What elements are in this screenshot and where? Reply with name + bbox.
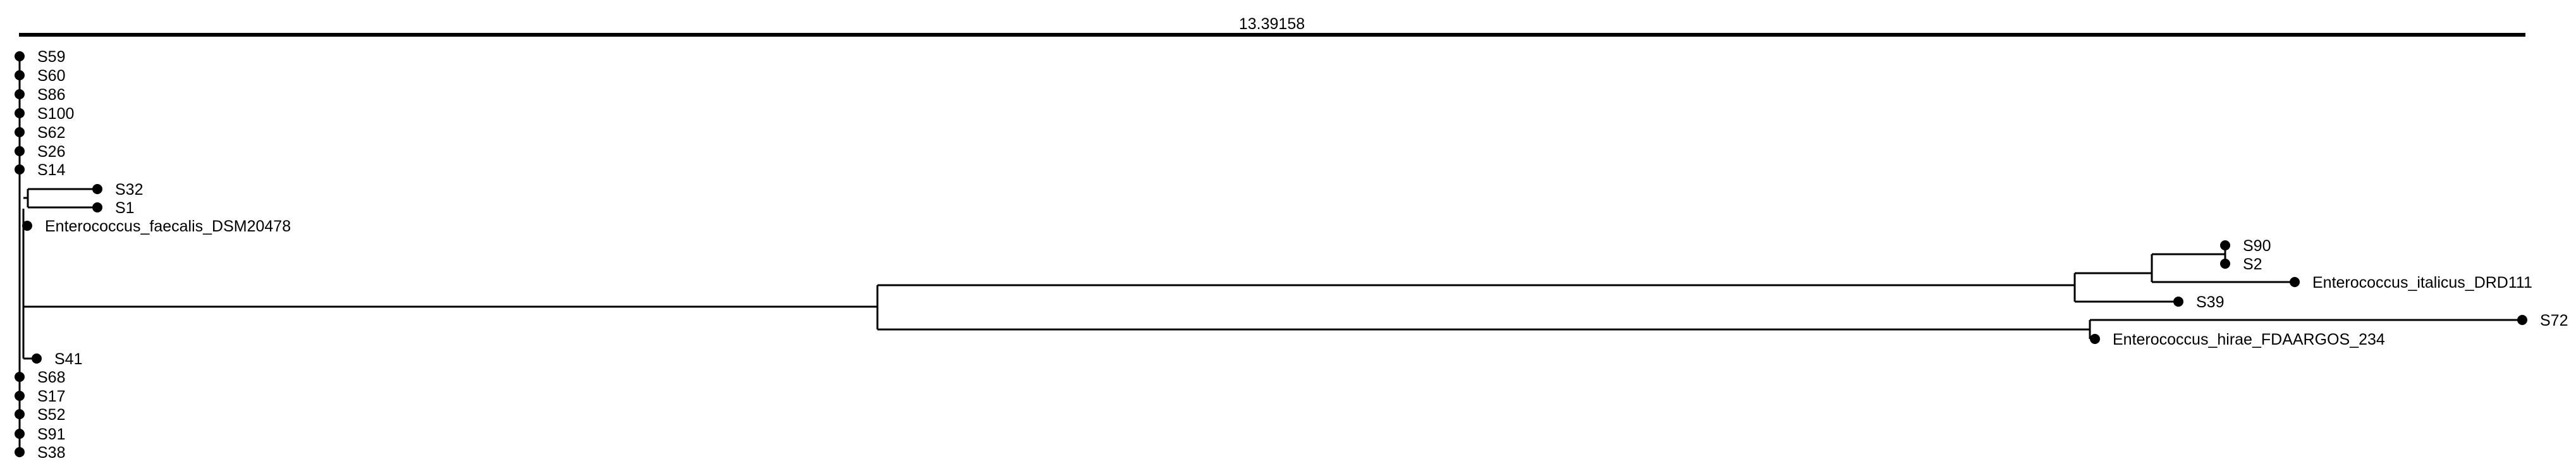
tip-node <box>32 353 42 364</box>
tip-node <box>15 447 25 457</box>
tip-node <box>22 221 32 231</box>
tip-node <box>2220 259 2230 269</box>
tip-node <box>2090 334 2100 344</box>
tip-label: S41 <box>54 350 82 368</box>
tip-node <box>2290 277 2300 287</box>
tip-node <box>15 372 25 382</box>
tip-node <box>15 391 25 401</box>
tip-node <box>15 409 25 419</box>
tip-node <box>92 202 102 212</box>
tip-label: S26 <box>37 143 65 161</box>
tip-label: S60 <box>37 67 65 85</box>
tip-label: S86 <box>37 86 65 104</box>
tip-label: S52 <box>37 406 65 424</box>
scale-bar-label: 13.39158 <box>1239 15 1305 33</box>
tip-node <box>15 146 25 156</box>
tip-label: Enterococcus_faecalis_DSM20478 <box>45 218 291 235</box>
tip-label: S59 <box>37 48 65 66</box>
tip-label: S32 <box>115 181 143 199</box>
tip-node <box>2173 297 2183 307</box>
tip-label: S91 <box>37 426 65 443</box>
tip-label: S62 <box>37 124 65 142</box>
tip-node <box>92 184 102 194</box>
tip-node <box>2220 240 2230 250</box>
tip-label: Enterococcus_italicus_DRD111 <box>2312 274 2532 292</box>
tip-node <box>15 108 25 118</box>
tip-label: S90 <box>2243 237 2271 255</box>
tip-node <box>15 89 25 99</box>
scale-bar-group: 13.39158 <box>19 15 2525 37</box>
tip-node <box>15 127 25 137</box>
tip-node <box>15 70 25 80</box>
tip-label: S68 <box>37 369 65 386</box>
tip-label: Enterococcus_hirae_FDAARGOS_234 <box>2113 331 2385 348</box>
tip-label: S38 <box>37 444 65 462</box>
tip-node <box>2517 315 2527 325</box>
tip-label: S39 <box>2196 293 2224 311</box>
tip-label: S14 <box>37 161 66 179</box>
tree-tips: S59S60S86S100S62S26S14S32S1Enterococcus_… <box>15 48 2568 462</box>
tip-node <box>15 164 25 175</box>
tree-branches <box>18 56 2522 452</box>
tip-node <box>15 429 25 439</box>
tip-label: S72 <box>2540 312 2568 329</box>
tip-label: S100 <box>37 105 74 123</box>
tip-node <box>15 51 25 61</box>
tip-label: S2 <box>2243 255 2262 273</box>
tip-label: S1 <box>115 199 135 217</box>
tip-label: S17 <box>37 388 65 405</box>
